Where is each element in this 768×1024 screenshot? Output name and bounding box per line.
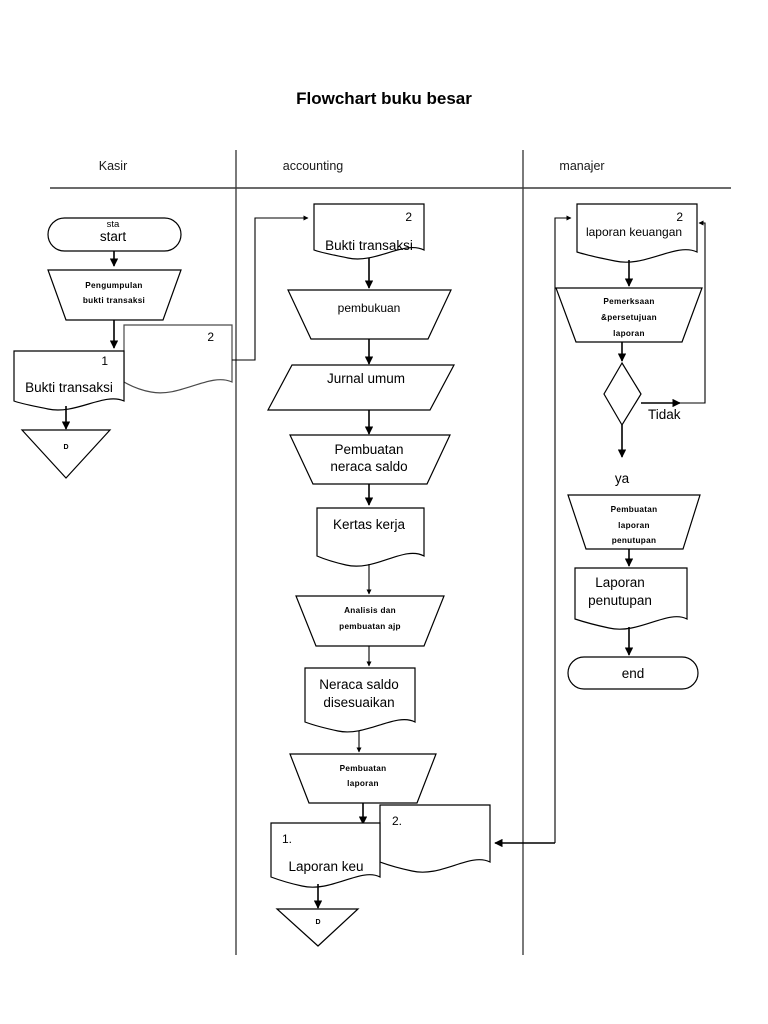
accounting-archive-label: D	[315, 919, 320, 926]
manajer-end-label: end	[622, 666, 645, 681]
kasir-archive-label: D	[63, 444, 68, 451]
manajer-laporan-penutupan-line2: penutupan	[588, 593, 652, 608]
manajer-pembuatan-penutupan-process	[567, 494, 701, 550]
accounting-jurnal-umum-data	[267, 364, 455, 411]
accounting-pembuatan-laporan-line1: Pembuatan	[340, 764, 387, 773]
manajer-pembuatan-penutupan-line1: Pembuatan	[611, 505, 658, 514]
manajer-pembuatan-penutupan-line3: penutupan	[612, 536, 657, 545]
manajer-end-terminator	[567, 656, 699, 690]
kasir-archive-triangle	[20, 429, 112, 479]
accounting-neraca-disesuaikan-line2: disesuaikan	[323, 695, 394, 710]
accounting-neraca-disesuaikan-doc	[304, 667, 416, 733]
manajer-decision-diamond	[603, 361, 642, 427]
accounting-neraca-saldo-line2: neraca saldo	[330, 459, 407, 474]
conn-kasir-to-accounting	[232, 215, 309, 361]
kasir-bukti-doc-copy2	[123, 324, 233, 394]
accounting-archive-triangle	[275, 908, 360, 947]
accounting-analisis-ajp-process	[295, 595, 445, 647]
kasir-bukti-doc-copy1-number: 1	[101, 354, 108, 368]
accounting-laporan-doc-copy1-label: Laporan keu	[288, 859, 363, 874]
kasir-pengumpulan-process	[47, 269, 182, 321]
manajer-laporan-keuangan-label: laporan keuangan	[586, 225, 682, 239]
accounting-laporan-doc-copy1-number: 1.	[282, 832, 292, 846]
accounting-laporan-doc-copy2-number: 2.	[392, 814, 402, 828]
manajer-laporan-keuangan-number: 2	[676, 210, 683, 224]
page-title: Flowchart buku besar	[296, 89, 472, 108]
kasir-bukti-doc-copy1-label: Bukti transaksi	[25, 380, 113, 395]
accounting-pembukuan-label: pembukuan	[338, 301, 401, 315]
manajer-laporan-penutupan-line1: Laporan	[595, 575, 645, 590]
manajer-laporan-keuangan-doc	[576, 203, 698, 263]
lane-label-accounting: accounting	[283, 159, 344, 173]
accounting-kertas-kerja-label: Kertas kerja	[333, 517, 406, 532]
kasir-start-label: start	[100, 229, 127, 244]
accounting-neraca-saldo-process	[289, 434, 451, 485]
kasir-bukti-doc-copy2-number: 2	[207, 330, 214, 344]
manajer-conn-tidak-loopback	[680, 220, 706, 404]
accounting-pembuatan-laporan-process	[289, 753, 437, 804]
manajer-pemeriksaan-line3: laporan	[613, 329, 645, 338]
manajer-laporan-penutupan-doc	[574, 567, 688, 630]
accounting-jurnal-umum-label: Jurnal umum	[327, 371, 405, 386]
manajer-pemeriksaan-line2: &persetujuan	[601, 313, 657, 322]
manajer-pemeriksaan-line1: Pemerksaan	[603, 297, 654, 306]
kasir-bukti-doc-copy1	[13, 350, 125, 411]
conn-accounting-to-manajer-rail	[554, 215, 572, 843]
accounting-laporan-doc-copy2	[379, 804, 491, 873]
accounting-laporan-doc-copy1	[270, 822, 381, 888]
manajer-decision-no-label: Tidak	[648, 407, 681, 422]
kasir-pengumpulan-line1: Pengumpulan	[85, 281, 142, 290]
accounting-analisis-ajp-line1: Analisis dan	[344, 606, 396, 615]
kasir-pengumpulan-line2: bukti transaksi	[83, 296, 145, 305]
accounting-pembuatan-laporan-line2: laporan	[347, 779, 379, 788]
manajer-pembuatan-penutupan-line2: laporan	[618, 521, 650, 530]
accounting-kertas-kerja-doc	[316, 507, 425, 567]
lane-label-manajer: manajer	[559, 159, 604, 173]
accounting-analisis-ajp-line2: pembuatan ajp	[339, 622, 401, 631]
accounting-bukti-transaksi-number: 2	[405, 210, 412, 224]
accounting-bukti-transaksi-label: Bukti transaksi	[325, 238, 413, 253]
manajer-pemeriksaan-process	[555, 287, 703, 343]
accounting-pembukuan-process	[287, 289, 452, 340]
accounting-bukti-transaksi-doc	[313, 203, 425, 260]
accounting-neraca-disesuaikan-line1: Neraca saldo	[319, 677, 399, 692]
manajer-decision-yes-label: ya	[615, 471, 630, 486]
kasir-start-ghost-label: sta	[107, 219, 120, 230]
accounting-neraca-saldo-line1: Pembuatan	[334, 442, 403, 457]
lane-label-kasir: Kasir	[99, 159, 127, 173]
